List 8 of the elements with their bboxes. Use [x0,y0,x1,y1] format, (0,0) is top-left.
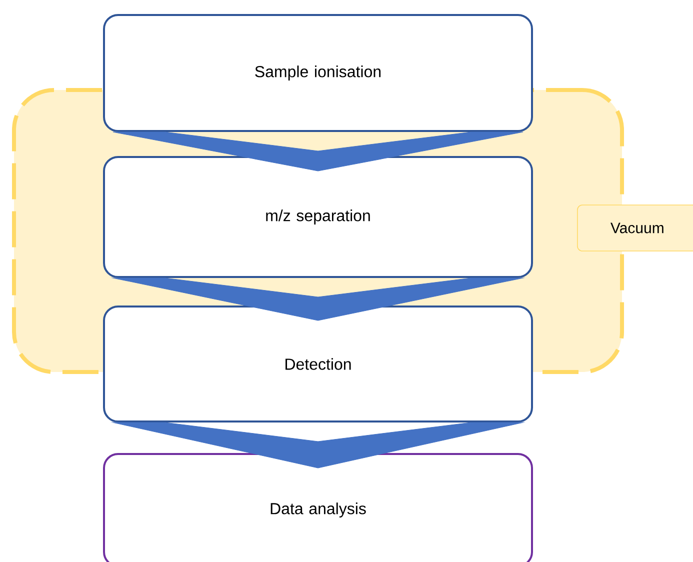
chevron-arrow [112,132,524,172]
chevron-arrow [112,422,524,468]
process-box: Data analysis [103,453,533,562]
process-box: m/z separation [103,156,533,278]
vacuum-label: Vacuum [577,204,693,252]
chevron-arrow [112,278,524,321]
process-box: Sample ionisation [103,14,533,132]
process-box: Detection [103,306,533,422]
